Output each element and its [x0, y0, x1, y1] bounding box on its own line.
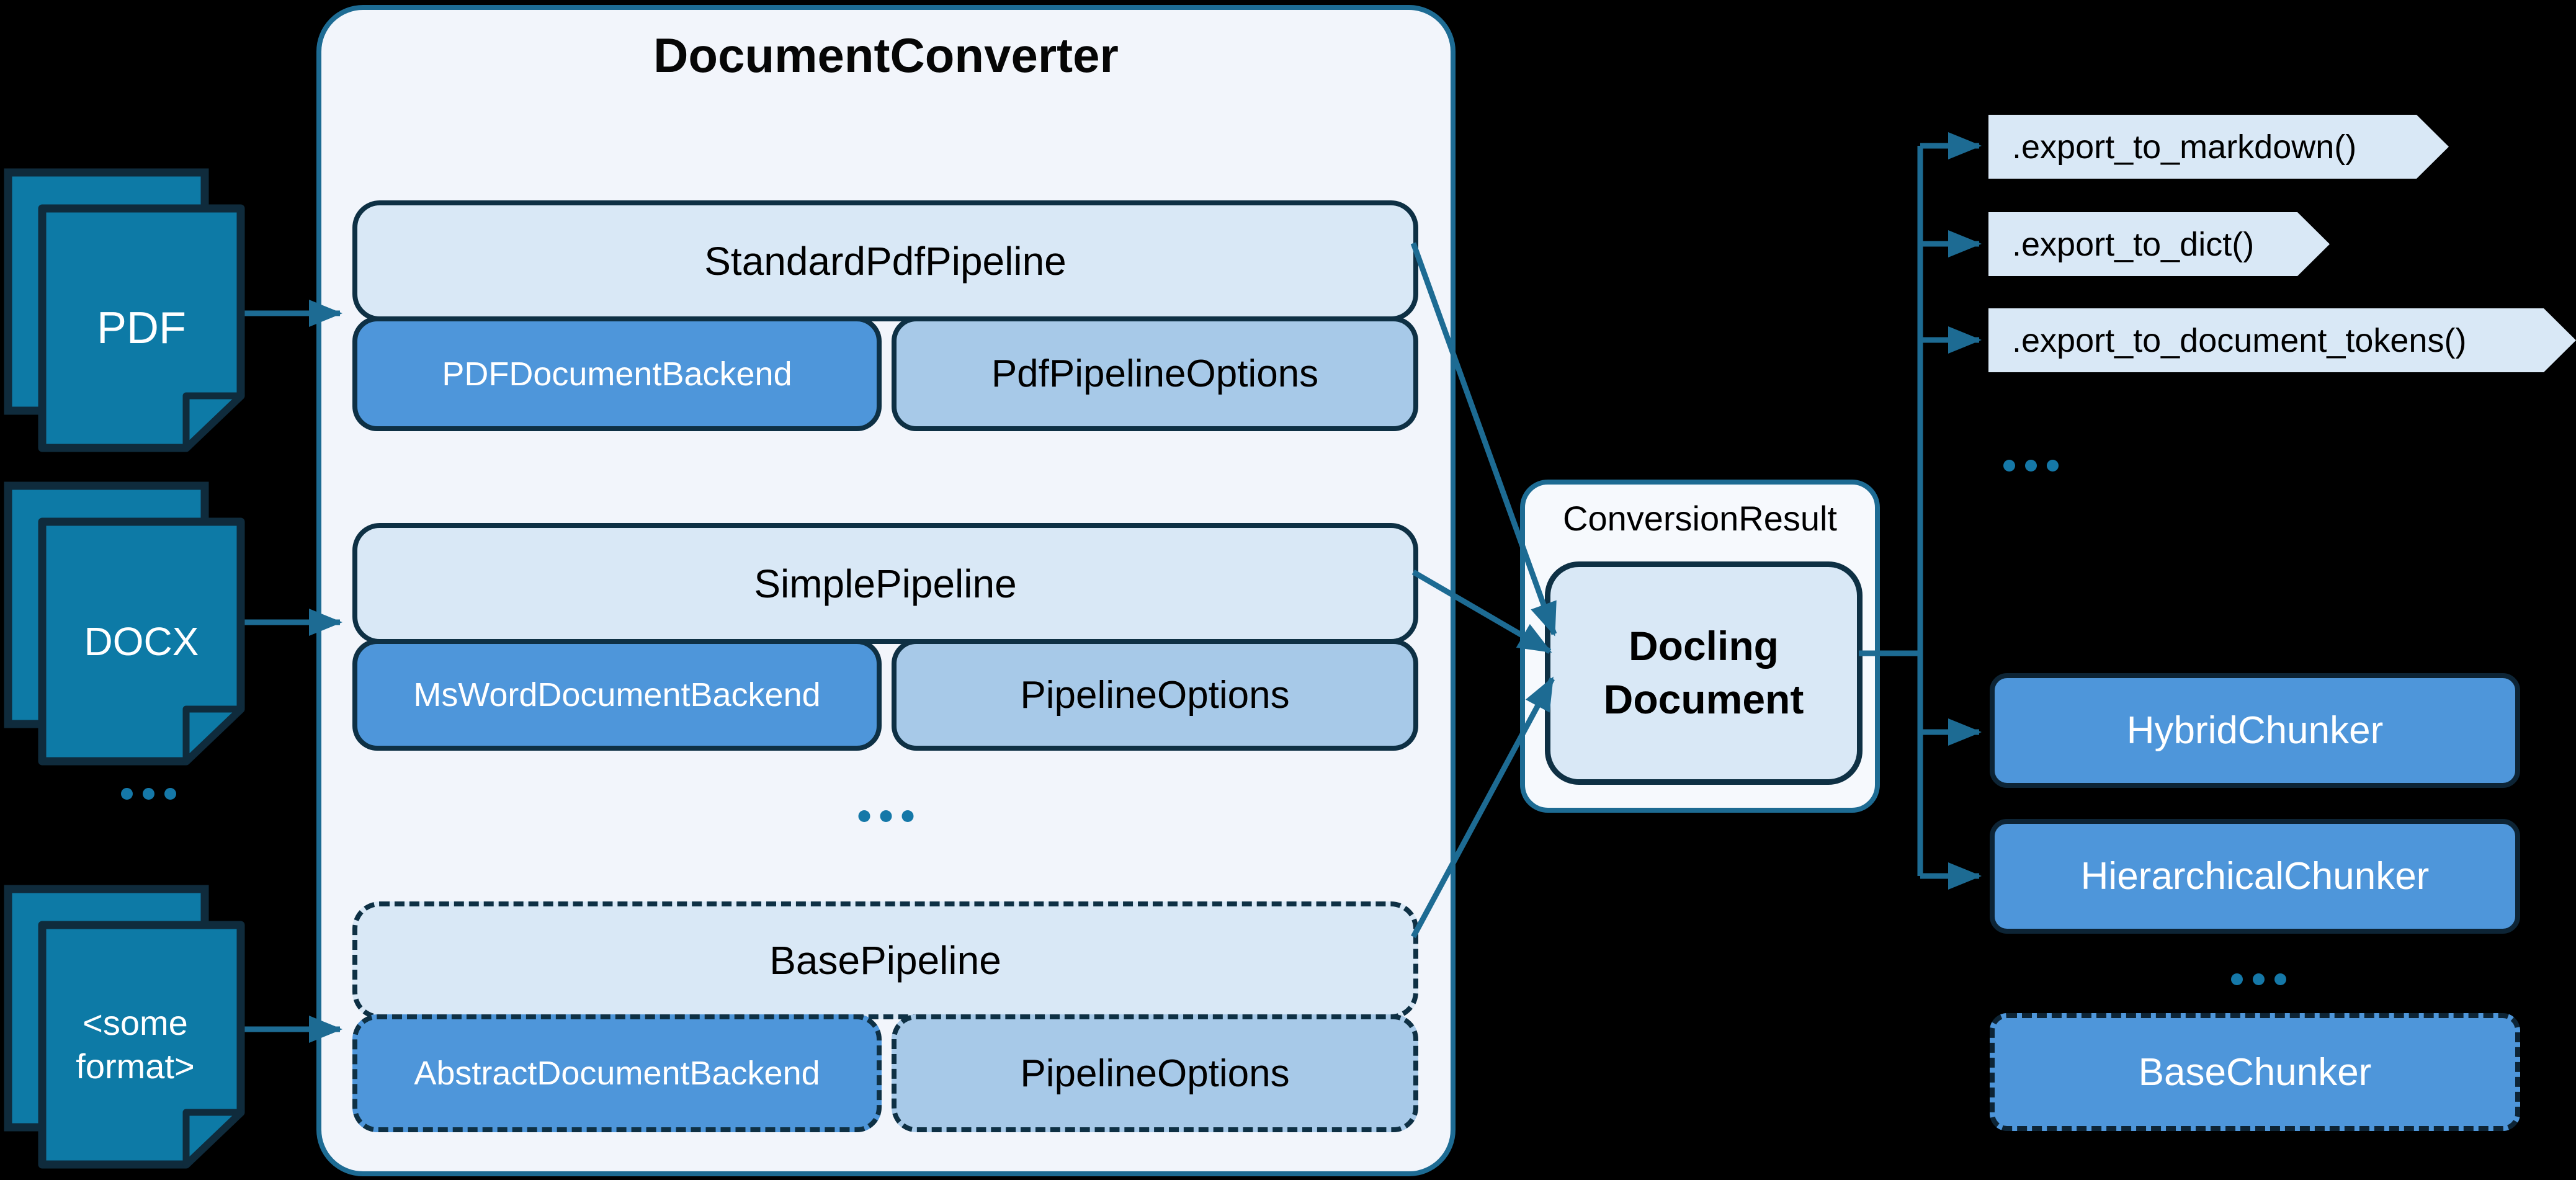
dot — [2253, 973, 2265, 985]
dot — [880, 810, 892, 822]
arrow-standardpipeline-to-result — [1410, 242, 1557, 637]
conversion-result-box: ConversionResult Docling Document — [1520, 480, 1880, 813]
input-label-docx: DOCX — [84, 619, 199, 664]
docling-document-box: Docling Document — [1545, 561, 1863, 785]
dot — [164, 788, 176, 800]
pipeline-simple-row: MsWordDocumentBackend PipelineOptions — [352, 639, 1418, 751]
input-doc-someformat: <some format> — [3, 884, 248, 1169]
input-doc-docx: DOCX — [3, 481, 248, 766]
input-doc-pdf: PDF — [3, 168, 248, 453]
ellipsis-dots-pipelines — [858, 810, 914, 822]
document-converter-title: DocumentConverter — [653, 28, 1119, 83]
arrow-basepipeline-to-result — [1411, 676, 1555, 939]
docling-document-label: Docling Document — [1603, 623, 1804, 722]
pipeline-base-row: AbstractDocumentBackend PipelineOptions — [352, 1014, 1418, 1132]
pipeline-standardpdf: StandardPdfPipeline — [352, 200, 1418, 321]
input-label-someformat: <some format> — [76, 1003, 195, 1086]
document-stack-icon — [4, 481, 245, 766]
ellipsis-dots-chunkers — [2231, 973, 2286, 985]
ellipsis-dots-exports — [2003, 460, 2059, 472]
options-pipeline: PipelineOptions — [892, 639, 1418, 751]
dot — [2025, 460, 2037, 472]
document-stack-icon — [4, 168, 245, 452]
backend-pdfdocument: PDFDocumentBackend — [352, 316, 882, 431]
export-to-markdown-tag: .export_to_markdown() — [1988, 115, 2449, 179]
ellipsis-dots-inputs — [121, 788, 176, 800]
document-stack-icon — [4, 885, 245, 1169]
dot — [858, 810, 870, 822]
export-to-document-tokens-tag: .export_to_document_tokens() — [1988, 308, 2576, 372]
dot — [2047, 460, 2059, 472]
options-pdfpipeline: PdfPipelineOptions — [892, 316, 1418, 431]
backend-abstractdocument: AbstractDocumentBackend — [352, 1014, 882, 1132]
dot — [2274, 973, 2286, 985]
pipeline-base: BasePipeline — [352, 901, 1418, 1019]
base-chunker-box: BaseChunker — [1990, 1013, 2520, 1131]
conversion-result-label: ConversionResult — [1563, 499, 1837, 538]
dot — [2231, 973, 2243, 985]
dot — [2003, 460, 2015, 472]
hierarchical-chunker-box: HierarchicalChunker — [1990, 819, 2520, 934]
dot — [901, 810, 914, 822]
dot — [121, 788, 133, 800]
export-to-dict-tag: .export_to_dict() — [1988, 212, 2330, 276]
dot — [143, 788, 154, 800]
backend-msword: MsWordDocumentBackend — [352, 639, 882, 751]
input-label-pdf: PDF — [97, 303, 186, 353]
hybrid-chunker-box: HybridChunker — [1990, 673, 2520, 788]
document-converter-box: DocumentConverter StandardPdfPipeline PD… — [316, 5, 1456, 1176]
pipeline-standardpdf-row: PDFDocumentBackend PdfPipelineOptions — [352, 316, 1418, 431]
options-basepipeline: PipelineOptions — [892, 1014, 1418, 1132]
pipeline-simple: SimplePipeline — [352, 523, 1418, 644]
arrow-simplepipeline-to-result — [1411, 570, 1552, 654]
